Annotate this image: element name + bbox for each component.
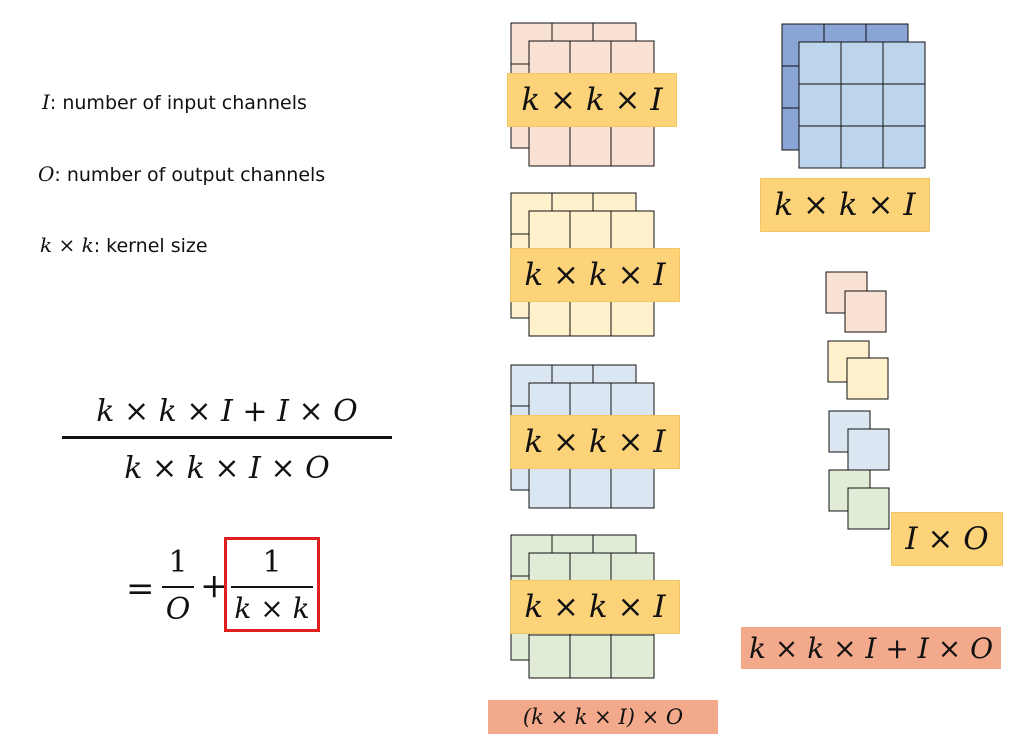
term1-fraction-bar [162,586,194,588]
standard-filter-label: k × k × I [507,73,677,127]
definition-input-channels: I: number of input channels [42,90,307,114]
highlight-box [224,537,320,632]
definition-text: : kernel size [93,235,208,257]
pointwise-filter-green [828,469,890,530]
plus-sign: + [200,566,229,606]
definition-symbol: k × k [40,233,94,257]
pointwise-filter-orange [825,271,887,333]
definition-output-channels: O: number of output channels [38,162,325,186]
definition-kernel-size: k × k: kernel size [40,233,208,257]
separable-total-label: k × k × I + I × O [741,627,1001,669]
pointwise-filter-yellow [827,340,889,400]
standard-filter-label: k × k × I [510,248,680,302]
term2-denominator: k × k [234,592,310,625]
ratio-denominator: k × k × I × O [124,451,330,486]
definition-symbol: I [42,90,50,114]
definition-text: : number of output channels [54,164,326,186]
standard-filter-label: k × k × I [510,580,680,634]
definition-symbol: O [38,162,55,186]
depthwise-label: k × k × I [760,178,930,232]
standard-total-label: (k × k × I) × O [488,700,718,734]
depthwise-filter [781,23,926,169]
fraction-bar [62,436,392,439]
term1-numerator: 1 [168,545,188,580]
term2-numerator: 1 [262,545,282,580]
standard-filter-label: k × k × I [510,415,680,469]
definition-text: : number of input channels [49,92,307,114]
standard-filter-blue [510,364,655,509]
ratio-numerator: k × k × I + I × O [96,394,358,429]
pointwise-label: I × O [891,512,1003,566]
pointwise-filter-blue [828,410,890,471]
term1-denominator: O [165,592,191,627]
equals-sign: = [126,569,155,609]
term2-fraction-bar [231,586,313,588]
